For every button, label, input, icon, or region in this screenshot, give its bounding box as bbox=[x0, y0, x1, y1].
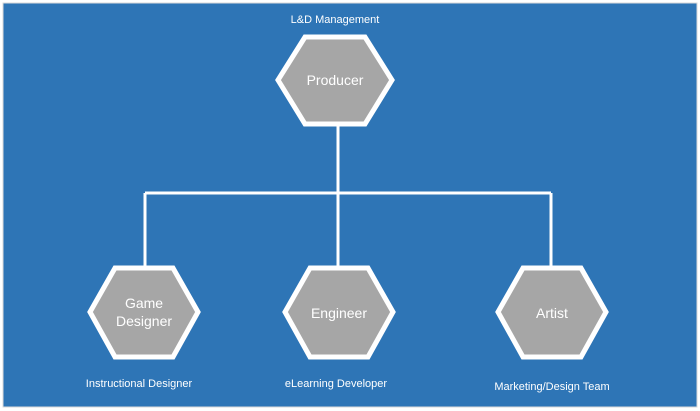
hexagon-game-designer bbox=[87, 265, 201, 360]
hexagon-engineer bbox=[282, 265, 396, 360]
node-label-artist: Artist bbox=[536, 305, 568, 321]
node-label-game-designer: Game bbox=[125, 295, 163, 311]
node-engineer: Engineer eLearning Developer bbox=[282, 265, 396, 390]
node-label-engineer: Engineer bbox=[311, 305, 367, 321]
node-game-designer: Game Designer Instructional Designer bbox=[86, 265, 201, 390]
node-label-producer: Producer bbox=[307, 72, 364, 88]
caption-instructional-designer: Instructional Designer bbox=[86, 378, 193, 390]
diagram-title: L&D Management bbox=[291, 14, 380, 26]
node-label-game-designer-line2: Designer bbox=[116, 313, 172, 329]
node-artist: Artist Marketing/Design Team bbox=[494, 265, 610, 393]
caption-marketing-design-team: Marketing/Design Team bbox=[494, 381, 609, 393]
connectors bbox=[143, 125, 553, 268]
caption-elearning-developer: eLearning Developer bbox=[285, 378, 387, 390]
node-producer: Producer bbox=[275, 34, 395, 127]
hexagon-producer bbox=[275, 34, 395, 127]
hexagon-artist bbox=[495, 265, 609, 360]
